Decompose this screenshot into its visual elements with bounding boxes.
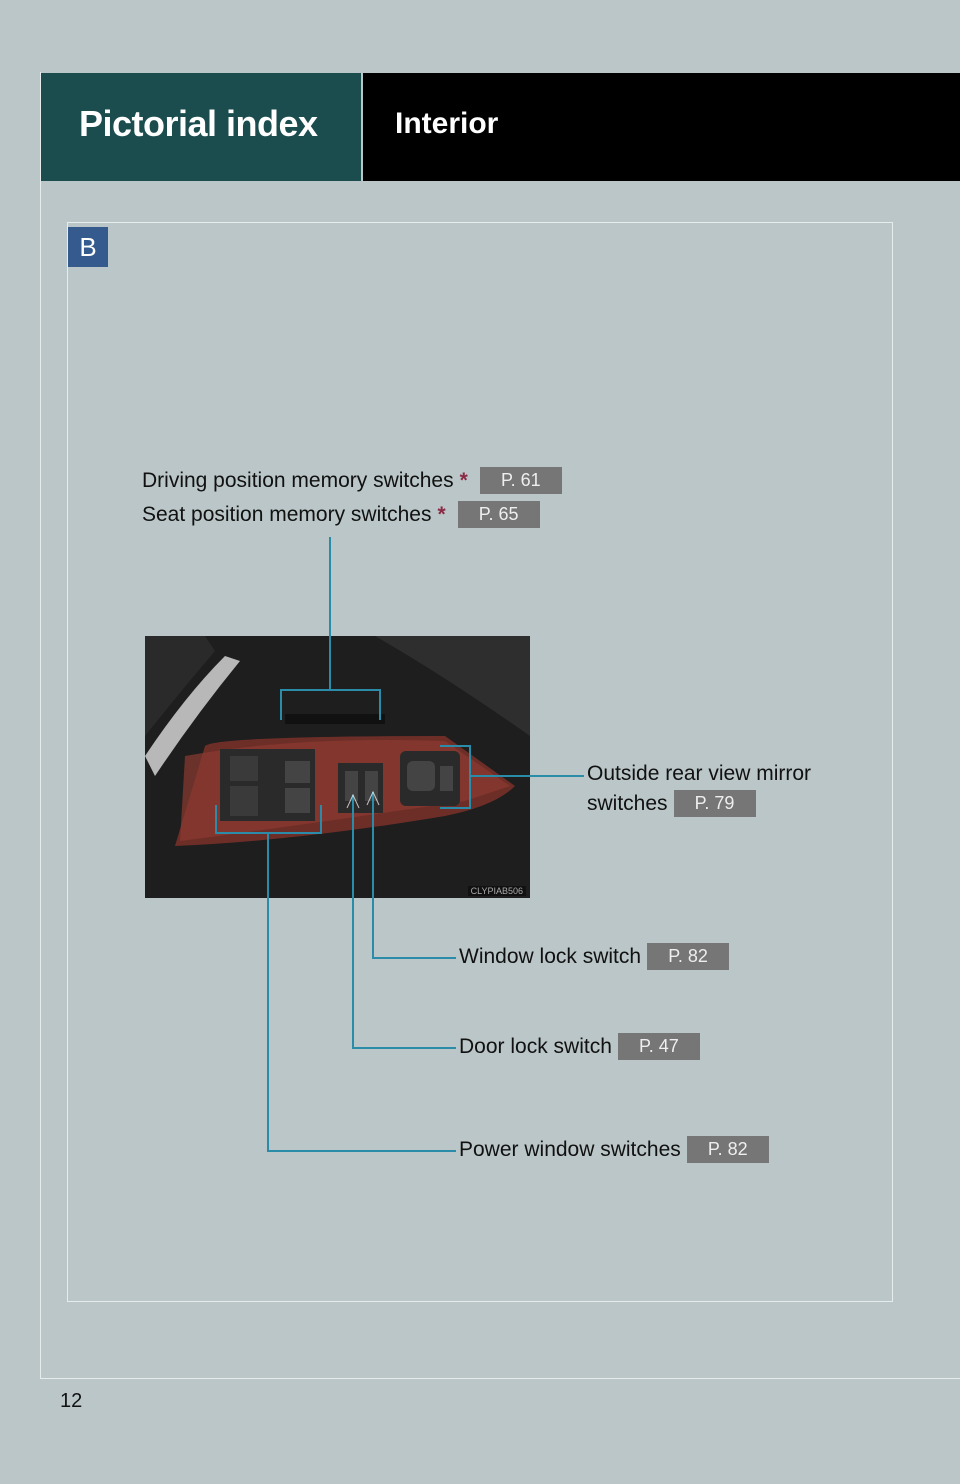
page-ref-link[interactable]: P. 47 xyxy=(617,1033,700,1060)
label-mirror-switches: Outside rear view mirror xyxy=(587,762,811,786)
label-text: Power window switches xyxy=(459,1137,681,1161)
page-ref-link[interactable]: P. 82 xyxy=(647,943,730,970)
label-text: Driving position memory switches xyxy=(142,468,454,492)
door-panel-illustration xyxy=(145,636,530,898)
page-ref-link[interactable]: P. 61 xyxy=(479,467,562,494)
label-text: switches xyxy=(587,791,668,815)
page-header: Interior xyxy=(363,73,960,181)
asterisk-mark: * xyxy=(437,502,446,526)
asterisk-mark: * xyxy=(459,468,468,492)
page-ref-link[interactable]: P. 65 xyxy=(457,501,540,528)
photo-code: CLYPIAB506 xyxy=(467,886,526,896)
page-title: Interior xyxy=(395,107,499,140)
page-frame xyxy=(40,72,960,1379)
label-text: Door lock switch xyxy=(459,1034,612,1058)
section-title: Pictorial index xyxy=(79,103,318,144)
door-panel-photo: CLYPIAB506 xyxy=(145,636,530,898)
section-header: Pictorial index xyxy=(41,73,361,181)
leader-mirror xyxy=(440,745,584,809)
label-driving-position-memory: Driving position memory switches* P. 61 xyxy=(142,467,562,494)
leader-door-lock xyxy=(352,795,456,1049)
page-ref-link[interactable]: P. 82 xyxy=(686,1136,769,1163)
leader-power-window xyxy=(215,805,456,1152)
label-text: Outside rear view mirror xyxy=(587,762,812,785)
panel-badge: B xyxy=(68,227,108,267)
label-seat-position-memory: Seat position memory switches* P. 65 xyxy=(142,501,540,528)
label-text: Seat position memory switches xyxy=(142,502,432,526)
figure-panel xyxy=(67,222,893,1302)
page-ref-link[interactable]: P. 79 xyxy=(673,790,756,817)
leader-window-lock xyxy=(372,792,456,959)
leader-memory xyxy=(280,537,381,720)
label-text: Window lock switch xyxy=(459,944,642,968)
page-number: 12 xyxy=(60,1390,83,1412)
